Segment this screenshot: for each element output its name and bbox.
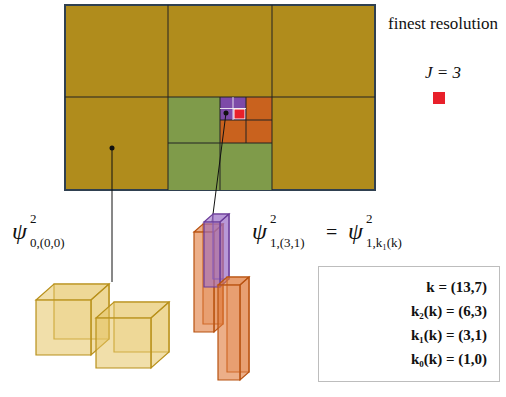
purple-cell: [220, 97, 246, 120]
prism-face: [36, 300, 91, 355]
prism-face: [218, 285, 240, 380]
green-cell: [220, 143, 272, 190]
prism: [218, 277, 249, 380]
prism: [96, 302, 169, 368]
prism-face: [96, 318, 151, 368]
pointer-line: [112, 148, 113, 282]
equals-sign: =: [326, 221, 337, 243]
green-cell: [168, 97, 220, 143]
subscript: 0,(0,0): [30, 236, 65, 250]
orange-cell: [220, 97, 272, 143]
superscript: 2: [30, 212, 37, 226]
pointer-line: [212, 113, 226, 222]
subscript: 1,(3,1): [270, 236, 305, 250]
psi-symbol: ψ: [252, 218, 267, 244]
index-equation: k₀(k) = (1,0): [331, 347, 487, 371]
psi-symbol: ψ: [12, 218, 27, 244]
basis-solids: [36, 214, 249, 380]
grid-line: [168, 143, 272, 144]
index-equation: k₂(k) = (6,3): [331, 299, 487, 323]
superscript: 2: [366, 212, 373, 226]
prism: [204, 214, 229, 287]
subscript: 1,k₁(k): [366, 236, 402, 250]
grid-line: [220, 108, 246, 109]
finest-cell: [234, 109, 245, 119]
green-cell: [168, 143, 220, 190]
finest-marker: [433, 92, 445, 104]
psi-symbol: ψ: [348, 218, 363, 244]
prism-face: [151, 302, 169, 368]
resolution-level: J = 3: [388, 64, 498, 83]
key-box: k = (13,7)k₂(k) = (6,3)k₁(k) = (3,1)k₀(k…: [318, 266, 500, 382]
superscript: 2: [270, 212, 277, 226]
prism-face: [204, 222, 220, 287]
grid-line: [220, 120, 272, 121]
caption-label: finest resolution: [388, 12, 498, 36]
index-equation: k₁(k) = (3,1): [331, 323, 487, 347]
index-equation: k = (13,7): [331, 275, 487, 299]
prism-face: [220, 214, 229, 287]
prism-face: [240, 277, 249, 380]
